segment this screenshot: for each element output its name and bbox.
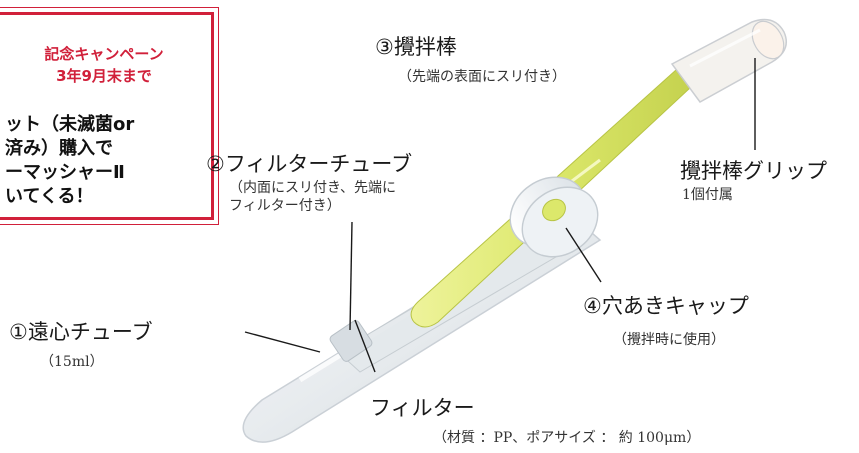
grip-title: 攪拌棒グリップ — [680, 159, 827, 183]
cap-subtitle: （攪拌時に使用） — [613, 332, 725, 348]
leader-filter — [354, 319, 376, 373]
stir-rod-title: ③攪拌棒 — [375, 35, 457, 59]
grip-subtitle: 1個付属 — [682, 187, 733, 203]
filter-tube-title: ②フィルターチューブ — [206, 152, 413, 176]
leader-lines — [244, 58, 756, 373]
centrifuge-tube-title: ①遠心チューブ — [9, 320, 153, 344]
campaign-headline: 記念キャンペーン — [44, 45, 164, 63]
leader-filter-tube — [349, 221, 353, 331]
filter — [329, 320, 373, 362]
cap-title: ④穴あきキャップ — [583, 294, 749, 318]
filter-subtitle: （材質 ：PP、ポアサイズ ： 約 100μm） — [433, 430, 701, 446]
leader-cap — [565, 227, 602, 283]
stir-rod-subtitle: （先端の表面にスリ付き） — [398, 69, 566, 85]
campaign-body: ット（未滅菌or 済み）購入で ーマッシャーⅡ いてくる！ — [5, 114, 135, 207]
stir-rod-grip — [670, 18, 787, 103]
filter-title: フィルター — [370, 396, 475, 420]
filter-tube-subtitle-2: フィルター付き） — [229, 198, 341, 214]
filter-tube-subtitle-1: （内面にスリ付き、先端に — [229, 180, 397, 196]
campaign-box: 記念キャンペーン 3年9月末まで ット（未滅菌or 済み）購入で ーマッシャーⅡ… — [0, 7, 219, 225]
centrifuge-tube-subtitle: （15ml） — [40, 354, 104, 370]
leader-centrifuge-tube — [244, 331, 321, 353]
campaign-deadline: 3年9月末まで — [56, 67, 152, 85]
